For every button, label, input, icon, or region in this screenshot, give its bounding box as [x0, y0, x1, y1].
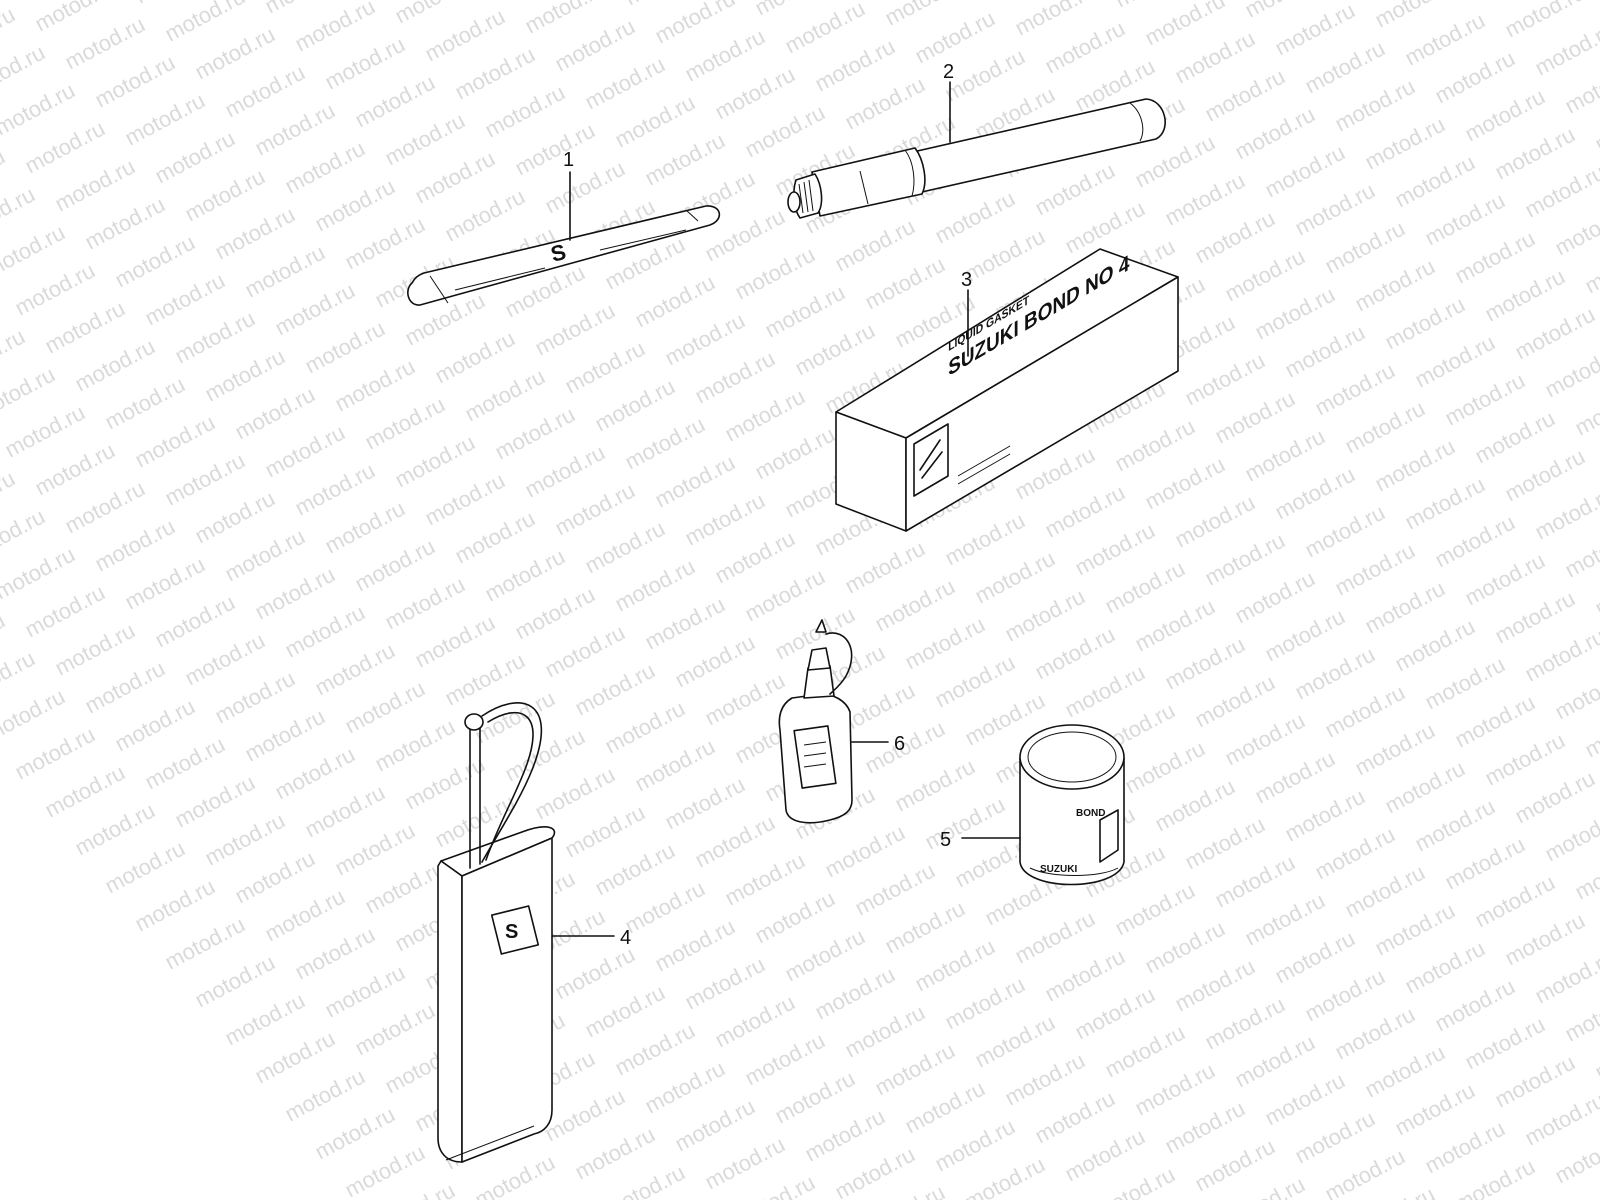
tin-text1: BOND	[1076, 808, 1105, 819]
callout-2: 2	[943, 61, 954, 83]
tin-text2: SUZUKI	[1040, 864, 1077, 875]
callout-4: 4	[620, 927, 631, 949]
part-2-tube	[787, 98, 1166, 219]
callout-labels: 1 2 3 4 5 6	[563, 61, 972, 949]
part-6-bottle	[778, 619, 853, 824]
part-1-stick: S	[407, 205, 721, 306]
part-4-oil-can: S	[437, 702, 556, 1163]
callout-5: 5	[940, 829, 951, 851]
callout-1: 1	[563, 149, 574, 171]
callout-3: 3	[961, 269, 972, 291]
leader-lines	[551, 81, 1021, 937]
callout-6: 6	[894, 733, 905, 755]
can-logo: S	[505, 921, 518, 943]
stick-logo: S	[548, 239, 568, 267]
part-5-tin: BOND SUZUKI	[1019, 724, 1125, 886]
